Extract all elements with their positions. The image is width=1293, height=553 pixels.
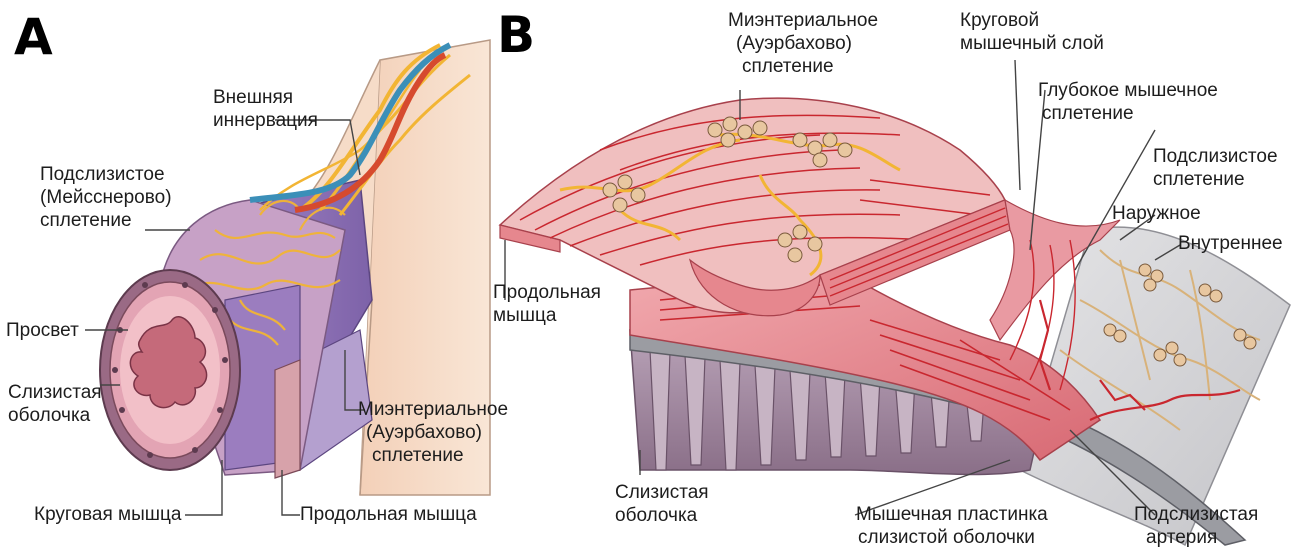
label-longitudinal-muscle-b: Продольная мышца xyxy=(493,281,601,327)
label-myenteric-plexus-b: Миэнтериальное (Ауэрбахово) сплетение xyxy=(728,9,878,78)
label-myenteric-plexus-a: Миэнтериальное (Ауэрбахово) сплетение xyxy=(358,398,508,467)
label-circular-muscle-layer: Круговой мышечный слой xyxy=(960,9,1104,55)
label-longitudinal-muscle-a: Продольная мышца xyxy=(300,503,477,526)
label-lumen: Просвет xyxy=(6,319,79,342)
label-muscularis-mucosae: Мышечная пластинка слизистой оболочки xyxy=(856,503,1048,549)
label-submucosal-plexus-b: Подслизистое сплетение xyxy=(1153,145,1278,191)
label-mucosa-a: Слизистая оболочка xyxy=(8,381,102,427)
panel-b-letter: B xyxy=(497,10,535,60)
label-inner: Внутреннее xyxy=(1178,232,1283,255)
label-outer: Наружное xyxy=(1112,202,1201,225)
label-submucosal-plexus-a: Подслизистое (Мейсснерово) сплетение xyxy=(40,163,172,232)
label-submucosal-artery: Подслизистая артерия xyxy=(1134,503,1258,549)
label-circular-muscle: Круговая мышца xyxy=(34,503,181,526)
label-mucosa-b: Слизистая оболочка xyxy=(615,481,709,527)
panel-a-letter: A xyxy=(14,12,53,62)
label-external-innervation: Внешняя иннервация xyxy=(213,86,318,132)
label-deep-muscular-plexus: Глубокое мышечное сплетение xyxy=(1038,79,1218,125)
